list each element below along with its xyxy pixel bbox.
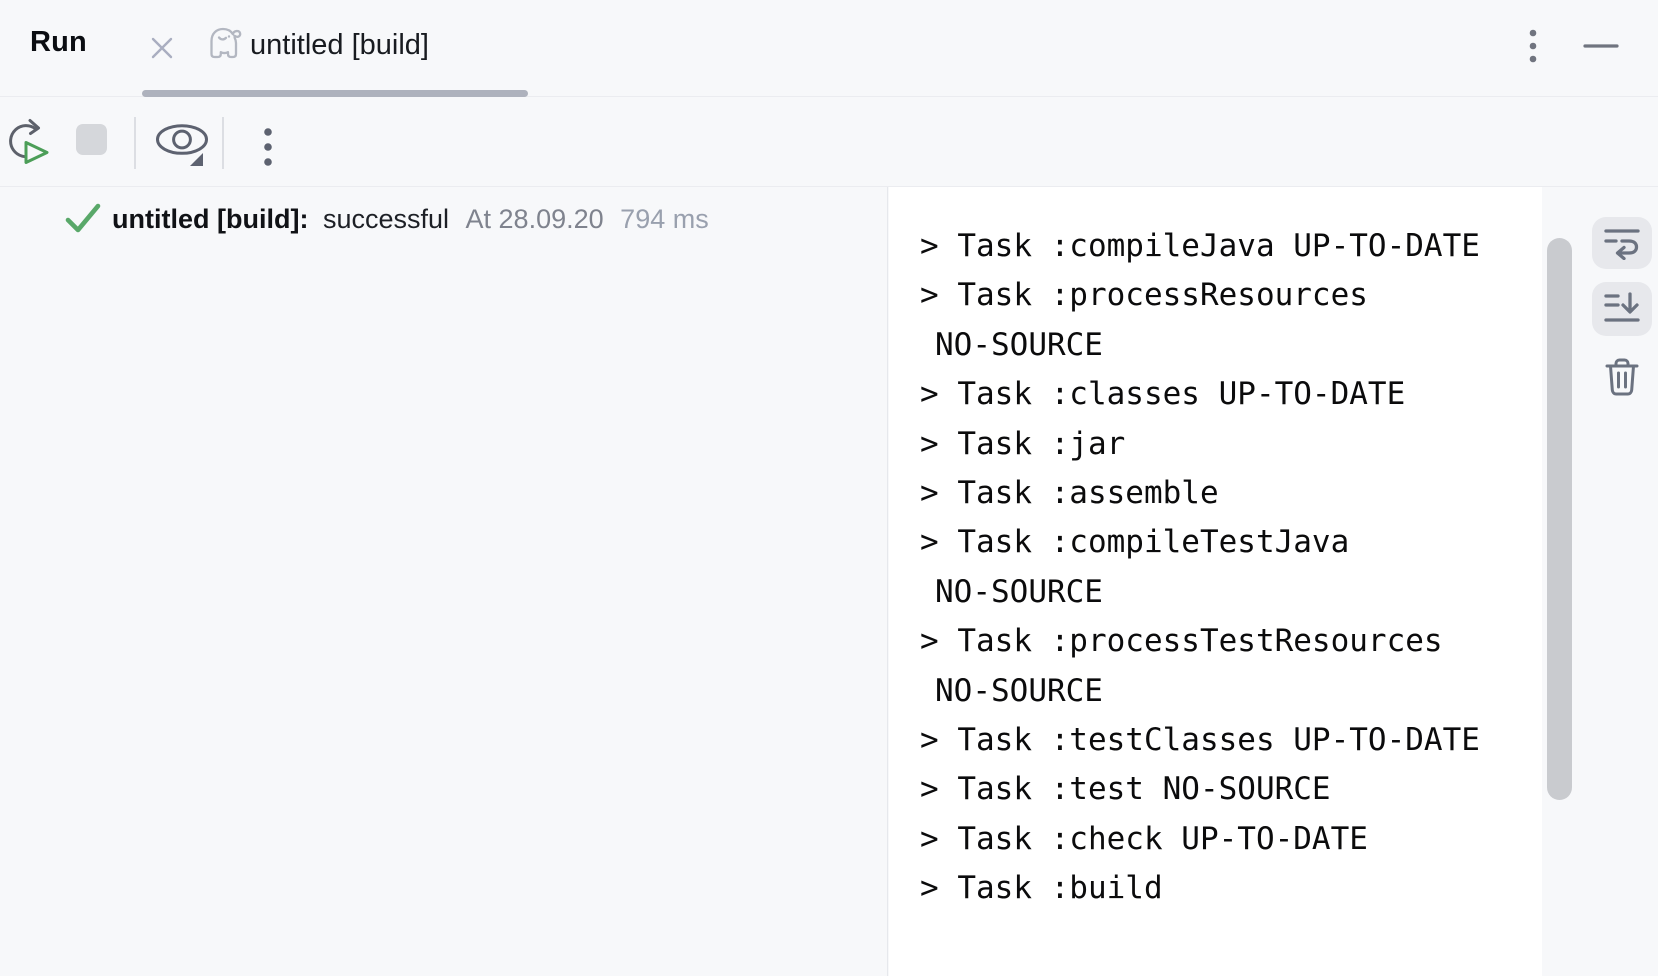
console-right-gutter (1542, 187, 1658, 976)
tab-untitled-build[interactable]: untitled [build] (142, 0, 528, 96)
kebab-menu-icon[interactable] (1519, 24, 1547, 68)
console-line: > Task :processResources (920, 277, 1368, 314)
build-status: successful (322, 203, 450, 234)
console-line: NO-SOURCE (935, 573, 1103, 610)
tool-window-title: Run (30, 26, 87, 58)
success-check-icon (64, 201, 102, 237)
console-line: > Task :build (920, 870, 1163, 907)
build-summary-text: untitled [build]: successful At 28.09.20… (112, 204, 709, 235)
console-line: > Task :classes UP-TO-DATE (920, 376, 1406, 413)
run-toolbar (0, 98, 1658, 187)
tab-selected-underline (142, 90, 528, 97)
trash-icon[interactable] (1596, 353, 1648, 401)
rerun-icon[interactable] (6, 117, 52, 167)
console-line: > Task :compileTestJava (920, 524, 1350, 561)
tab-label: untitled [build] (250, 29, 429, 61)
close-icon[interactable] (147, 33, 177, 63)
vertical-scrollbar[interactable] (1547, 238, 1572, 800)
scroll-to-end-icon[interactable] (1592, 282, 1652, 336)
soft-wrap-icon[interactable] (1592, 217, 1652, 269)
build-name: untitled [build]: (112, 203, 309, 234)
console-line: > Task :jar (920, 425, 1126, 462)
build-duration: 794 ms (620, 203, 709, 234)
console-output: > Task :compileJava UP-TO-DATE > Task :pr… (920, 222, 1542, 914)
console-line: NO-SOURCE (935, 326, 1103, 363)
eye-filter-icon[interactable] (155, 122, 211, 172)
console-panel[interactable]: > Task :compileJava UP-TO-DATE > Task :pr… (889, 187, 1542, 976)
console-line: NO-SOURCE (935, 672, 1103, 709)
tool-window-header: Run untitled [build] (0, 0, 1658, 97)
console-line: > Task :check UP-TO-DATE (920, 820, 1368, 857)
stop-icon[interactable] (76, 124, 107, 155)
build-summary-row[interactable]: untitled [build]: successful At 28.09.20… (0, 197, 888, 241)
toolbar-separator (222, 117, 224, 169)
kebab-menu-icon[interactable] (252, 122, 284, 178)
minimize-icon[interactable] (1583, 30, 1619, 60)
console-line: > Task :processTestResources (920, 623, 1443, 660)
console-line: > Task :assemble (920, 475, 1219, 512)
gradle-icon (202, 24, 244, 64)
console-line: > Task :testClasses UP-TO-DATE (920, 722, 1480, 759)
console-line: > Task :compileJava UP-TO-DATE (920, 228, 1480, 264)
toolbar-separator (134, 117, 136, 169)
build-tree-panel: untitled [build]: successful At 28.09.20… (0, 187, 888, 976)
build-start-time: At 28.09.20 (465, 203, 604, 234)
console-line: > Task :test NO-SOURCE (920, 771, 1331, 808)
